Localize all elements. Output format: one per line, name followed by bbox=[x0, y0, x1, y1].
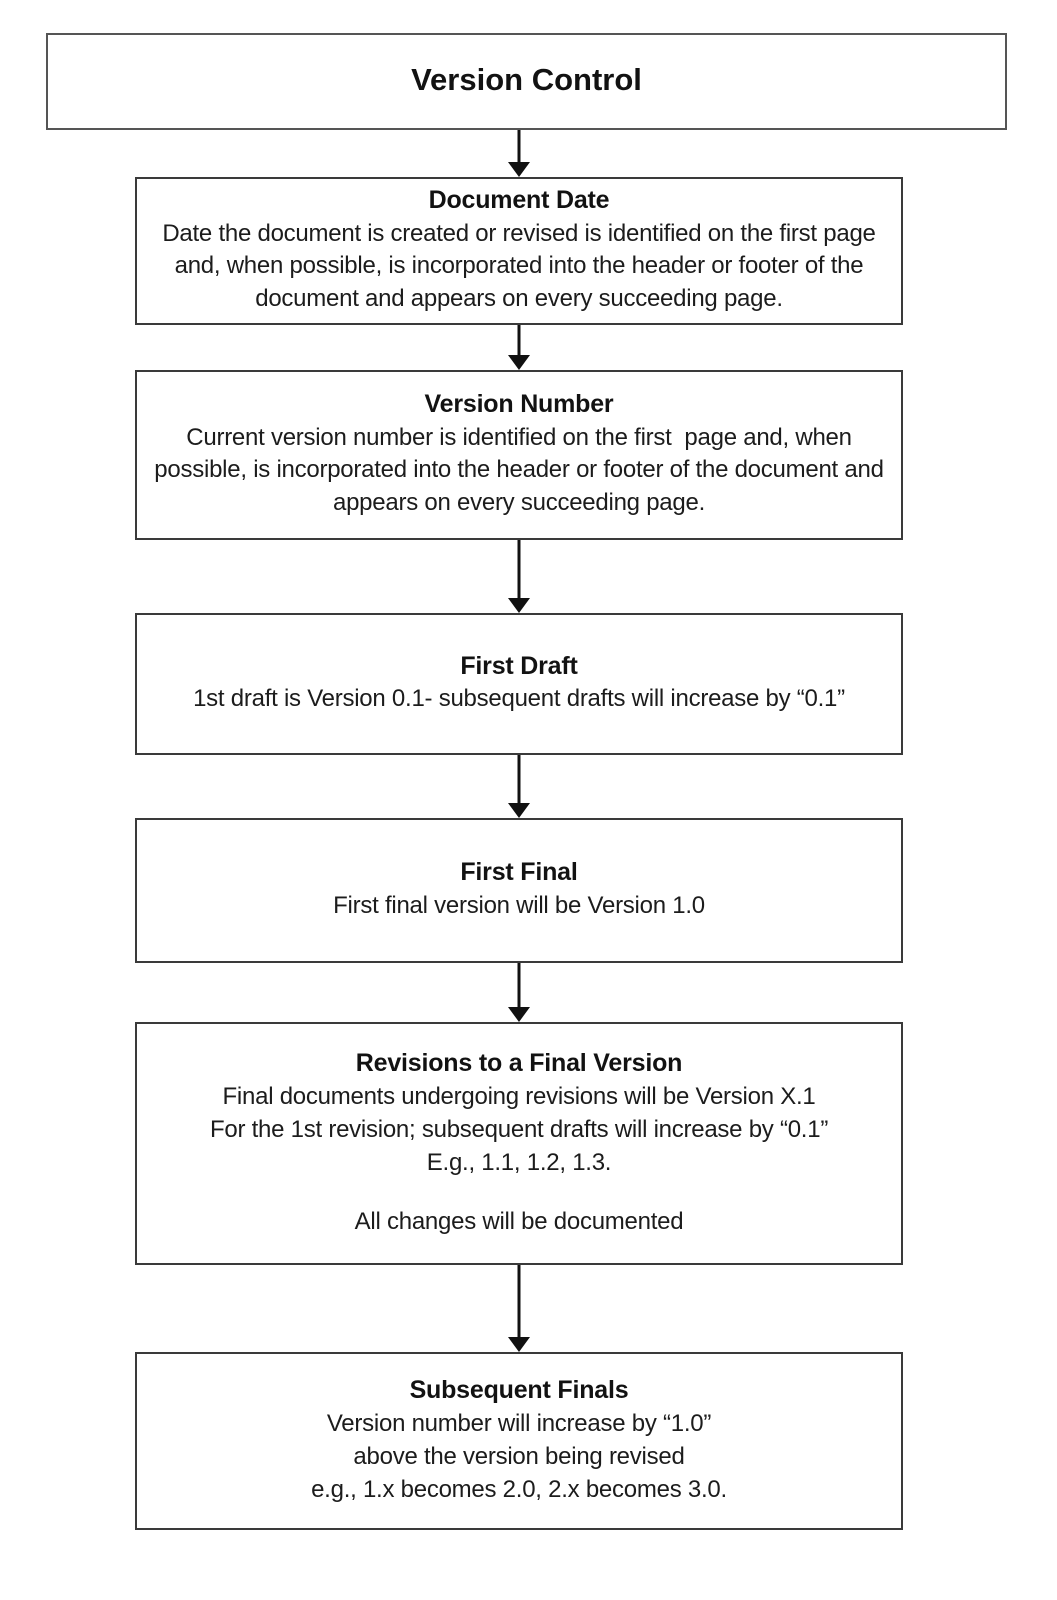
flow-node-first-final: First Final First final version will be … bbox=[135, 818, 903, 963]
flow-node-body: Final documents undergoing revisions wil… bbox=[209, 1083, 829, 1177]
flow-node-body-secondary: All changes will be documented bbox=[354, 1207, 684, 1235]
flow-node-version-control: Version Control bbox=[46, 33, 1007, 130]
flow-node-heading: First Draft bbox=[460, 651, 578, 680]
flow-node-heading: Version Number bbox=[424, 390, 614, 419]
flow-node-body: Current version number is identified on … bbox=[154, 423, 891, 517]
flow-node-body: Date the document is created or revised … bbox=[162, 219, 883, 313]
flow-node-revisions-to-a-final-version: Revisions to a Final Version Final docum… bbox=[135, 1022, 903, 1265]
flow-node-version-number: Version Number Current version number is… bbox=[135, 370, 903, 540]
flow-node-heading: First Final bbox=[460, 858, 578, 887]
flow-node-heading: Version Control bbox=[411, 62, 642, 98]
flow-node-document-date: Document Date Date the document is creat… bbox=[135, 177, 903, 325]
flow-node-heading: Subsequent Finals bbox=[409, 1375, 629, 1404]
flow-node-heading: Document Date bbox=[428, 186, 610, 215]
flow-node-body: First final version will be Version 1.0 bbox=[333, 891, 705, 919]
flow-node-heading: Revisions to a Final Version bbox=[355, 1048, 683, 1077]
flow-node-first-draft: First Draft 1st draft is Version 0.1- su… bbox=[135, 613, 903, 755]
flow-node-subsequent-finals: Subsequent Finals Version number will in… bbox=[135, 1352, 903, 1530]
flow-node-body: 1st draft is Version 0.1- subsequent dra… bbox=[193, 685, 845, 713]
flow-node-body: Version number will increase by “1.0” ab… bbox=[311, 1410, 727, 1504]
